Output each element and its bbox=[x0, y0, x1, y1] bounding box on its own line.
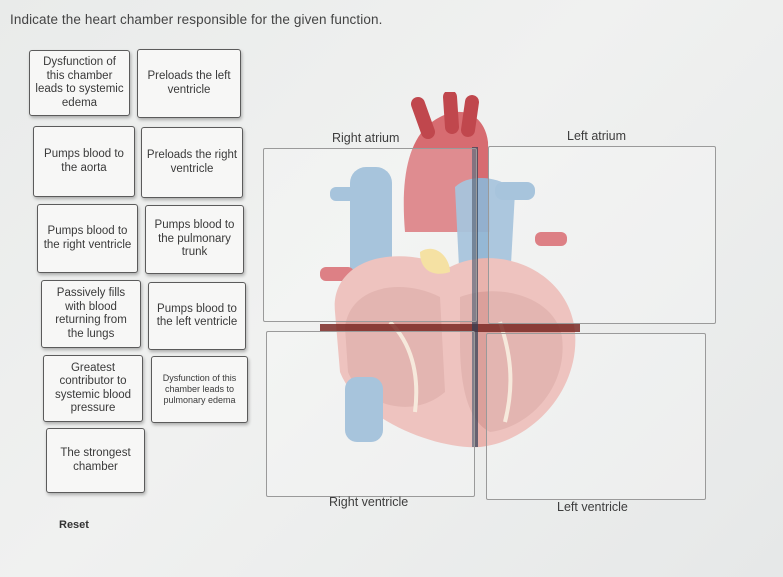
answer-card[interactable]: Preloads the left ventricle bbox=[137, 49, 241, 118]
answer-card[interactable]: Passively fills with blood returning fro… bbox=[41, 280, 141, 348]
answer-card[interactable]: Pumps blood to the right ventricle bbox=[37, 204, 138, 273]
answer-card[interactable]: Greatest contributor to systemic blood p… bbox=[43, 355, 143, 422]
heart-illustration bbox=[320, 92, 580, 448]
answer-card[interactable]: Pumps blood to the aorta bbox=[33, 126, 135, 197]
answer-card[interactable]: Preloads the right ventricle bbox=[141, 127, 243, 198]
answer-card[interactable]: Dysfunction of this chamber leads to pul… bbox=[151, 356, 248, 423]
drop-zone-left-atrium[interactable] bbox=[488, 146, 716, 324]
instruction-text: Indicate the heart chamber responsible f… bbox=[10, 12, 383, 27]
inferior-vena-cava bbox=[345, 377, 383, 442]
label-right-atrium: Right atrium bbox=[332, 131, 400, 145]
answer-card[interactable]: The strongest chamber bbox=[46, 428, 145, 493]
label-left-atrium: Left atrium bbox=[567, 129, 627, 143]
answer-card[interactable]: Dysfunction of this chamber leads to sys… bbox=[29, 50, 130, 116]
label-left-ventricle: Left ventricle bbox=[557, 500, 628, 514]
answer-card[interactable]: Pumps blood to the pulmonary trunk bbox=[145, 205, 244, 274]
label-right-ventricle: Right ventricle bbox=[329, 495, 409, 509]
drop-zone-left-ventricle[interactable] bbox=[486, 333, 706, 500]
answer-card[interactable]: Pumps blood to the left ventricle bbox=[148, 282, 246, 350]
drop-zone-right-ventricle[interactable] bbox=[266, 331, 475, 497]
reset-button[interactable]: Reset bbox=[59, 519, 89, 531]
drop-zone-right-atrium[interactable] bbox=[263, 148, 477, 322]
